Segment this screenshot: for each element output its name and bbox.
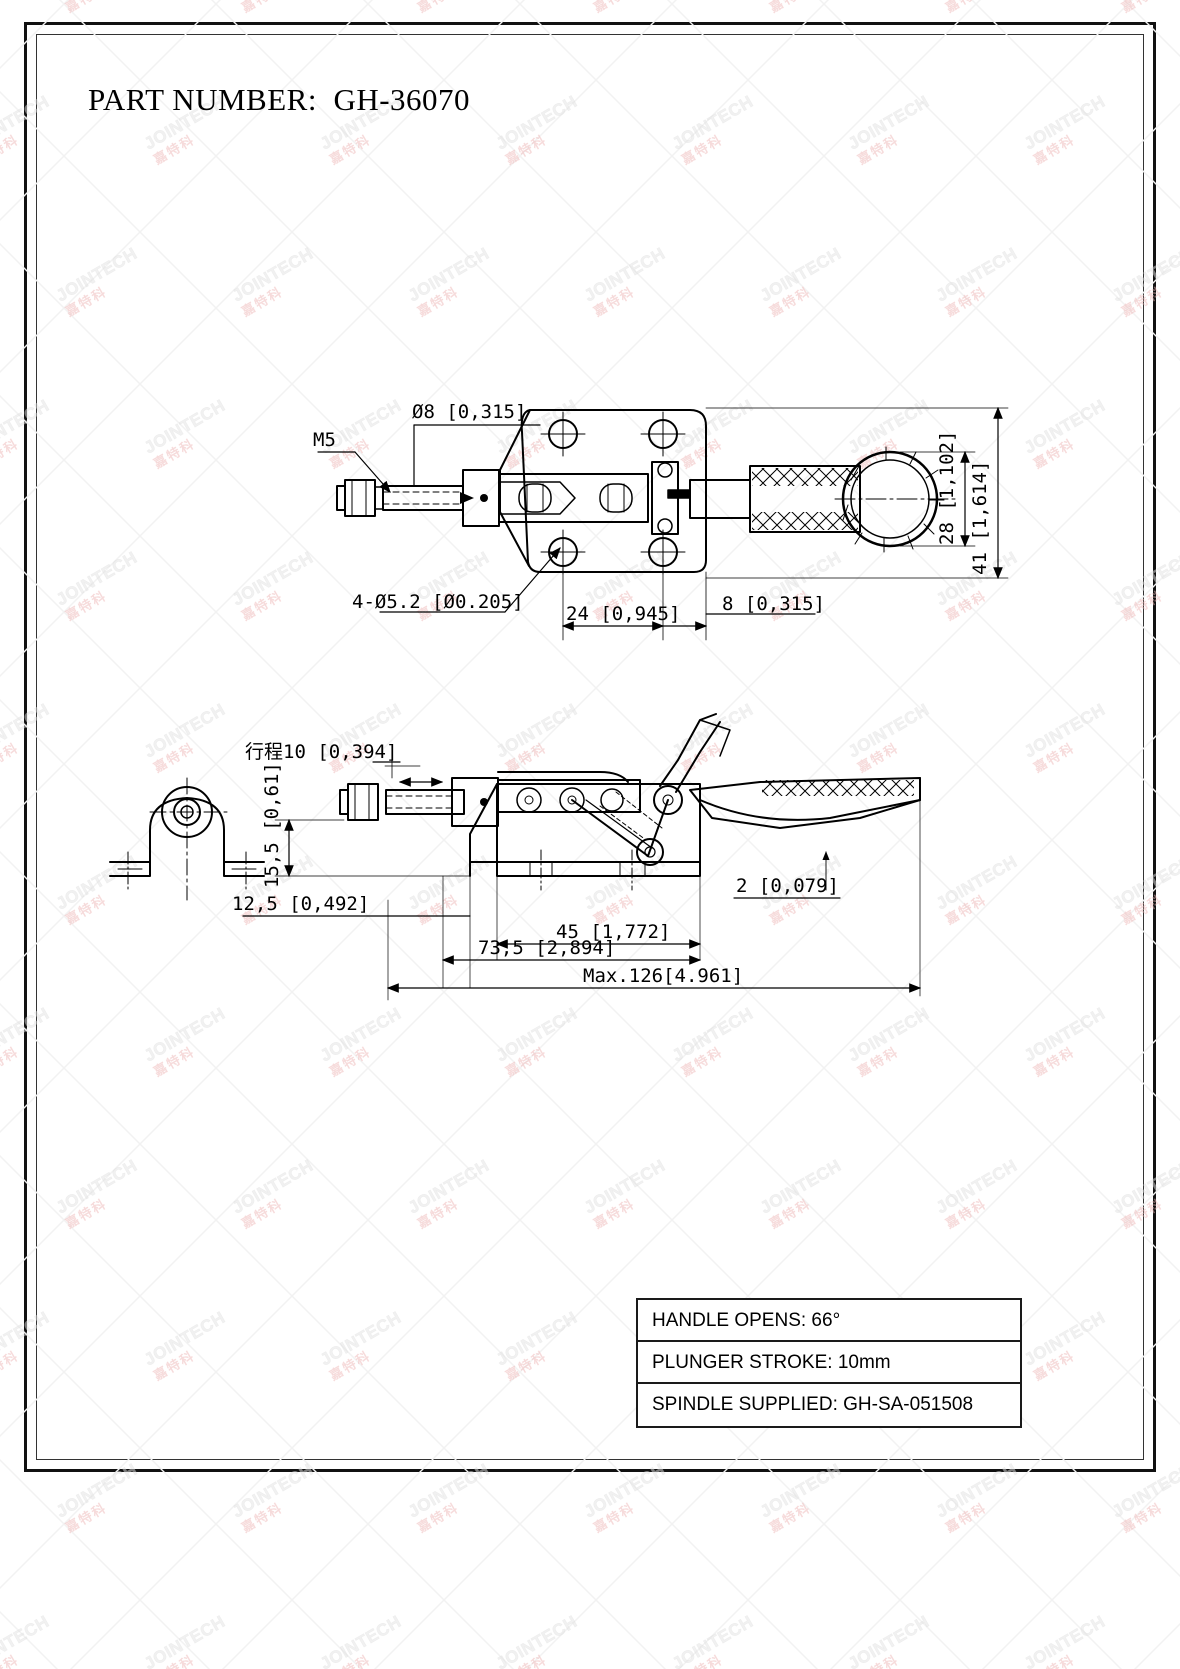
label-24: 24 [0,945]: [566, 603, 680, 625]
spec-row-handle-opens: HANDLE OPENS: 66°: [638, 1300, 1020, 1342]
label-m5: M5: [313, 429, 336, 451]
label-dia8: Ø8 [0,315]: [412, 401, 526, 423]
specification-table: HANDLE OPENS: 66° PLUNGER STROKE: 10mm S…: [636, 1298, 1022, 1428]
page-title: PART NUMBER: GH-36070: [88, 82, 471, 117]
label-12-5: 12,5 [0,492]: [232, 893, 369, 915]
spec-row-spindle-supplied: SPINDLE SUPPLIED: GH-SA-051508: [652, 1394, 974, 1415]
label-2: 2 [0,079]: [736, 875, 839, 897]
label-28: 28 [1,102]: [936, 431, 958, 545]
side-view-geometry: [339, 713, 921, 891]
top-view-geometry: [336, 409, 956, 575]
label-mount-holes: 4-Ø5.2 [Ø0.205]: [352, 591, 524, 613]
label-15-5: 15,5 [0,61]: [261, 762, 283, 888]
label-73-5: 73,5 [2,894]: [478, 937, 615, 959]
label-stroke: 行程10 [0,394]: [245, 741, 397, 763]
label-8: 8 [0,315]: [722, 593, 825, 615]
end-view-bracket: [109, 777, 265, 901]
label-max-126: Max.126[4.961]: [583, 965, 743, 987]
spec-row-plunger-stroke: PLUNGER STROKE: 10mm: [638, 1342, 1020, 1384]
label-41: 41 [1,614]: [969, 461, 991, 575]
